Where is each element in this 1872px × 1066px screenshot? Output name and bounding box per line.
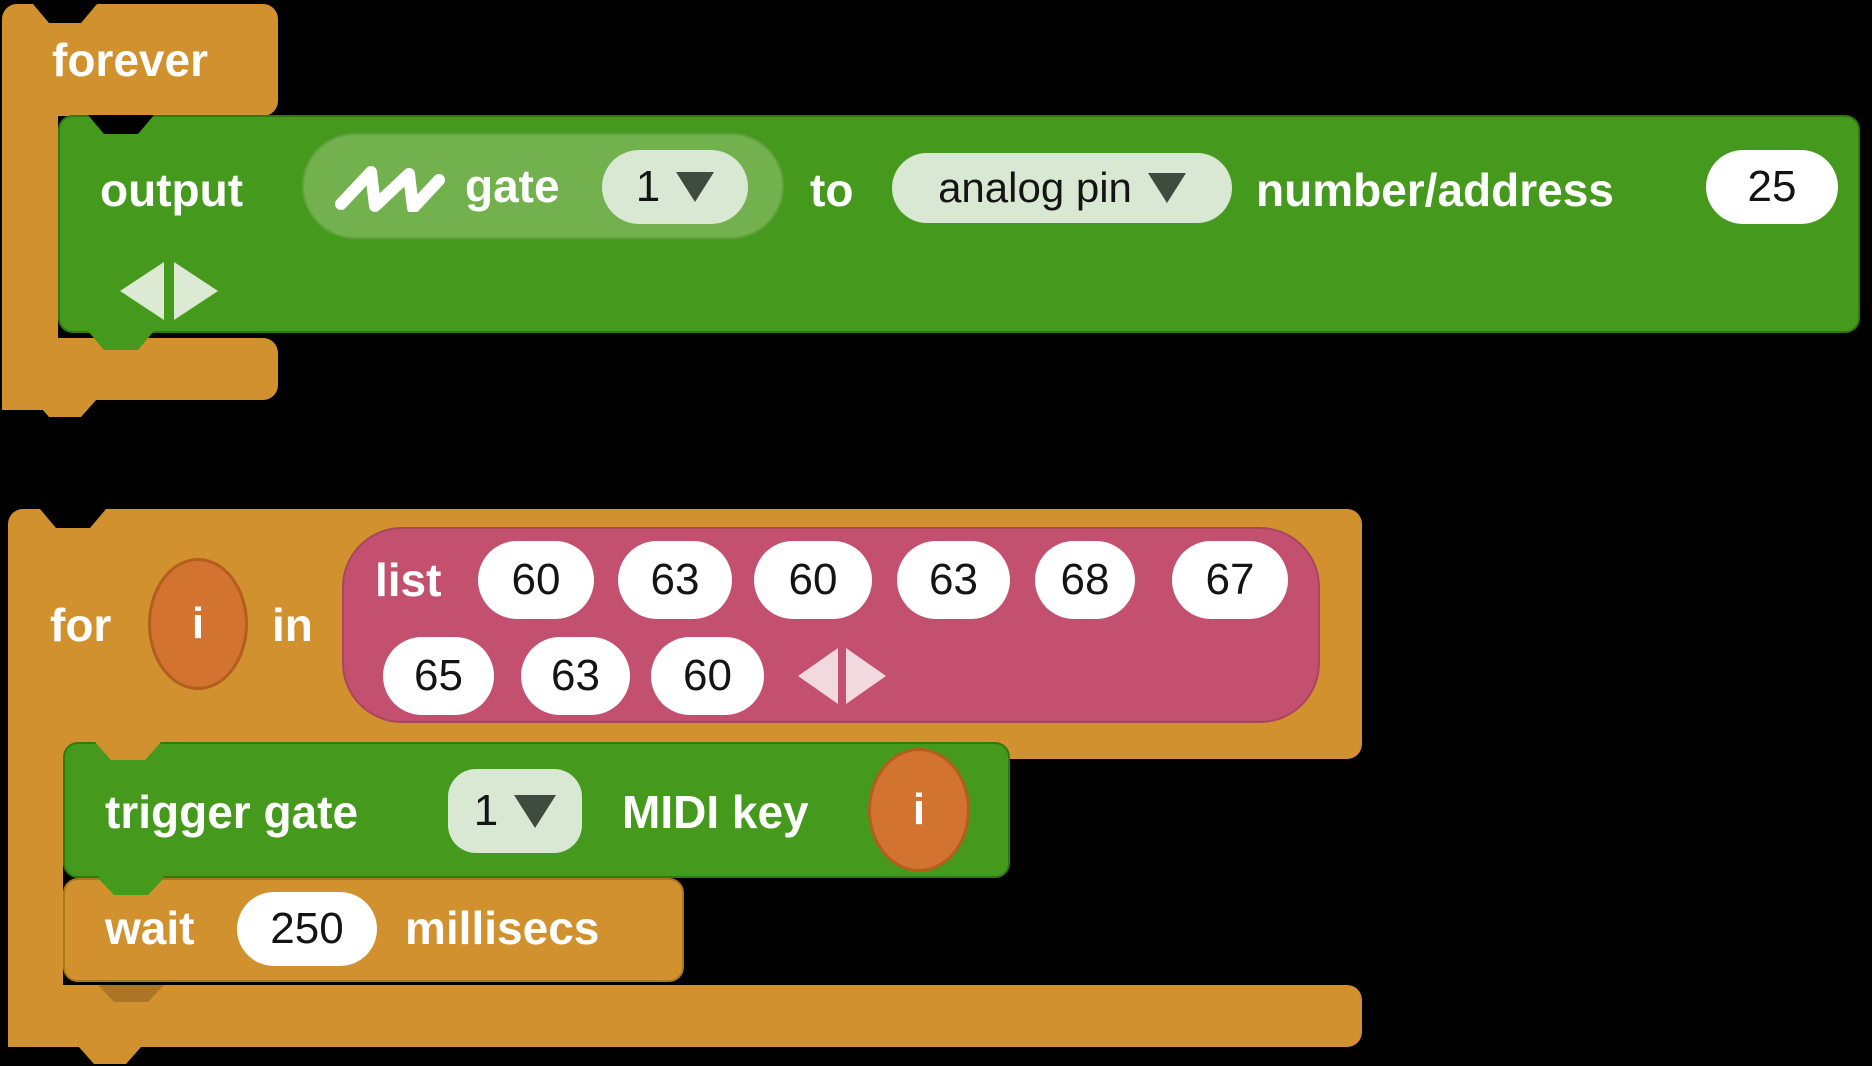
list-item-input[interactable]: 67 — [1172, 541, 1288, 619]
for-label: for — [50, 599, 112, 651]
output-top-notch — [88, 115, 154, 134]
trigger-gate-value: 1 — [473, 786, 499, 835]
in-label: in — [272, 599, 313, 651]
pin-type-dropdown[interactable]: analog pin — [892, 153, 1232, 223]
to-label: to — [810, 164, 854, 216]
list-item-value: 60 — [788, 555, 838, 604]
list-item-value: 63 — [650, 555, 700, 604]
list-item-input[interactable]: 63 — [618, 541, 732, 619]
list-item-input[interactable]: 60 — [478, 541, 594, 619]
pin-type-value: analog pin — [938, 164, 1132, 211]
loop-variable[interactable]: i — [148, 558, 248, 690]
list-item-input[interactable]: 63 — [521, 637, 630, 715]
list-item-value: 63 — [551, 651, 600, 700]
list-item-value: 60 — [683, 651, 732, 700]
list-item-value: 67 — [1205, 555, 1255, 604]
wait-duration-value: 250 — [270, 904, 344, 953]
trigger-top-notch — [95, 742, 161, 760]
forever-block-bottom[interactable] — [2, 338, 278, 400]
list-item-input[interactable]: 60 — [651, 637, 764, 715]
pin-number-value: 25 — [1747, 162, 1797, 211]
gate-number-dropdown[interactable]: 1 — [602, 150, 748, 224]
list-item-input[interactable]: 60 — [754, 541, 872, 619]
trigger-gate-dropdown[interactable]: 1 — [448, 769, 582, 853]
for-block-bottom[interactable] — [8, 985, 1362, 1047]
for-top-notch — [40, 509, 106, 528]
output-bottom-tab — [88, 331, 154, 350]
wait-duration-input[interactable]: 250 — [237, 892, 377, 966]
output-label: output — [100, 164, 244, 216]
trigger-gate-label: trigger gate — [105, 786, 359, 838]
list-item-value: 65 — [414, 651, 463, 700]
gate-number-value: 1 — [635, 162, 661, 211]
millisecs-label: millisecs — [405, 902, 600, 954]
list-item-input[interactable]: 63 — [897, 541, 1010, 619]
list-item-input[interactable]: 65 — [383, 637, 494, 715]
pin-number-input[interactable]: 25 — [1706, 150, 1838, 224]
list-item-value: 60 — [511, 555, 561, 604]
dropdown-arrow-icon — [1147, 173, 1186, 203]
forever-label: forever — [52, 34, 208, 86]
midi-key-label: MIDI key — [622, 786, 809, 838]
for-tail-tab — [78, 1046, 142, 1064]
for-bottom-notch — [98, 985, 164, 1002]
number-address-label: number/address — [1256, 164, 1614, 216]
list-label: list — [375, 554, 442, 606]
list-item-input[interactable]: 68 — [1035, 541, 1135, 619]
wait-label: wait — [105, 902, 195, 954]
midi-key-variable[interactable]: i — [868, 748, 970, 872]
dropdown-arrow-icon — [676, 172, 715, 202]
sawtooth-wave-icon — [335, 166, 445, 212]
forever-top-notch — [33, 4, 97, 23]
forever-bottom-tab — [33, 399, 97, 417]
list-item-value: 63 — [929, 555, 978, 604]
list-item-value: 68 — [1060, 555, 1110, 604]
wait-top-notch — [98, 878, 164, 895]
dropdown-arrow-icon — [514, 794, 557, 828]
gate-label: gate — [465, 160, 560, 212]
